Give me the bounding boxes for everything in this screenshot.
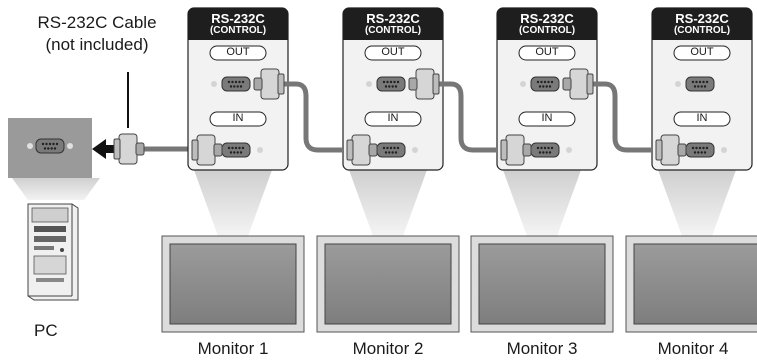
monitor-3-icon xyxy=(470,235,614,333)
monitor-4-beam xyxy=(658,170,736,236)
monitor-1-beam xyxy=(194,170,272,236)
cable-plug-pc-icon xyxy=(113,133,145,165)
monitor-1-label: Monitor 1 xyxy=(197,339,269,358)
cable-label-line-2: (not included) xyxy=(45,35,149,54)
panel-3-out-label: OUT xyxy=(535,46,559,58)
pc-label: PC xyxy=(34,321,58,340)
panel-3 xyxy=(496,7,598,171)
monitor-3-beam xyxy=(503,170,581,236)
panel-3-title: RS-232C xyxy=(520,11,574,26)
cable-label-line-1: RS-232C Cable xyxy=(37,13,157,32)
pc-tower-icon xyxy=(27,203,79,301)
panel-2-out-label: OUT xyxy=(381,46,405,58)
pc-serial-port-icon xyxy=(35,138,65,154)
panel-2-subtitle: (CONTROL) xyxy=(364,25,422,36)
cable-monitor-1-to-2 xyxy=(282,81,342,153)
panel-1-title: RS-232C xyxy=(211,11,265,26)
panel-4-in-label: IN xyxy=(696,112,708,124)
cable-monitor-3-to-4 xyxy=(591,81,652,153)
panel-2-title: RS-232C xyxy=(366,11,420,26)
monitor-4-label: Monitor 4 xyxy=(657,339,729,358)
panel-3-in-label: IN xyxy=(541,112,553,124)
arrow-to-pc-icon xyxy=(92,139,116,159)
panel-4-subtitle: (CONTROL) xyxy=(673,25,731,36)
monitor-4-icon xyxy=(625,235,757,333)
panel-4 xyxy=(651,7,753,171)
panel-2 xyxy=(342,7,444,171)
monitor-2-beam xyxy=(349,170,427,236)
panel-2-in-label: IN xyxy=(387,112,399,124)
panel-4-title: RS-232C xyxy=(675,11,729,26)
panel-3-subtitle: (CONTROL) xyxy=(518,25,576,36)
panel-4-out-label: OUT xyxy=(690,46,714,58)
monitor-3-label: Monitor 3 xyxy=(506,339,578,358)
panel-1-subtitle: (CONTROL) xyxy=(209,25,267,36)
panel-1-in-label: IN xyxy=(232,112,244,124)
pc-beam xyxy=(12,178,100,200)
panel-1-out-label: OUT xyxy=(226,46,250,58)
monitor-2-label: Monitor 2 xyxy=(352,339,424,358)
panel-1 xyxy=(187,7,289,171)
cable-monitor-2-to-3 xyxy=(437,81,497,153)
monitor-2-icon xyxy=(316,235,460,333)
monitor-1-icon xyxy=(161,235,305,333)
